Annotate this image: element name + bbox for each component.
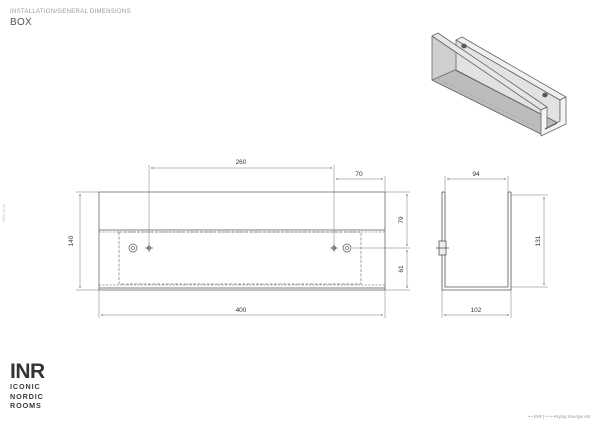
logo-line-1: ICONIC bbox=[10, 382, 41, 391]
dim-lower-height: 61 bbox=[398, 265, 405, 273]
logo-mark: INR bbox=[10, 360, 45, 383]
dim-front-height: 140 bbox=[68, 235, 75, 246]
side-dimension-lines bbox=[441, 176, 548, 318]
dim-front-length: 400 bbox=[236, 307, 247, 314]
dim-side-width-top: 94 bbox=[472, 171, 480, 178]
logo-line-2: NORDIC bbox=[10, 391, 44, 401]
front-view bbox=[98, 191, 386, 291]
drawing-subtitle: INSTALLATION/GENERAL DIMENSIONS bbox=[10, 9, 131, 15]
dim-side-width-bottom: 102 bbox=[471, 307, 482, 314]
dim-hole-spacing: 260 bbox=[236, 159, 247, 166]
front-dimension-lines bbox=[76, 165, 410, 318]
drawing-title: BOX bbox=[10, 17, 33, 28]
dim-hole-edge-offset: 70 bbox=[355, 171, 363, 178]
logo-line-3: ROOMS bbox=[10, 401, 42, 410]
side-view bbox=[436, 191, 512, 291]
dim-side-height: 131 bbox=[535, 235, 542, 246]
footer-text: • • INR | • • • •trying Sverige AB bbox=[528, 414, 590, 419]
isometric-view bbox=[431, 32, 567, 137]
company-logo: INR ICONIC NORDIC ROOMS bbox=[10, 360, 45, 411]
dim-upper-height: 79 bbox=[398, 216, 405, 224]
